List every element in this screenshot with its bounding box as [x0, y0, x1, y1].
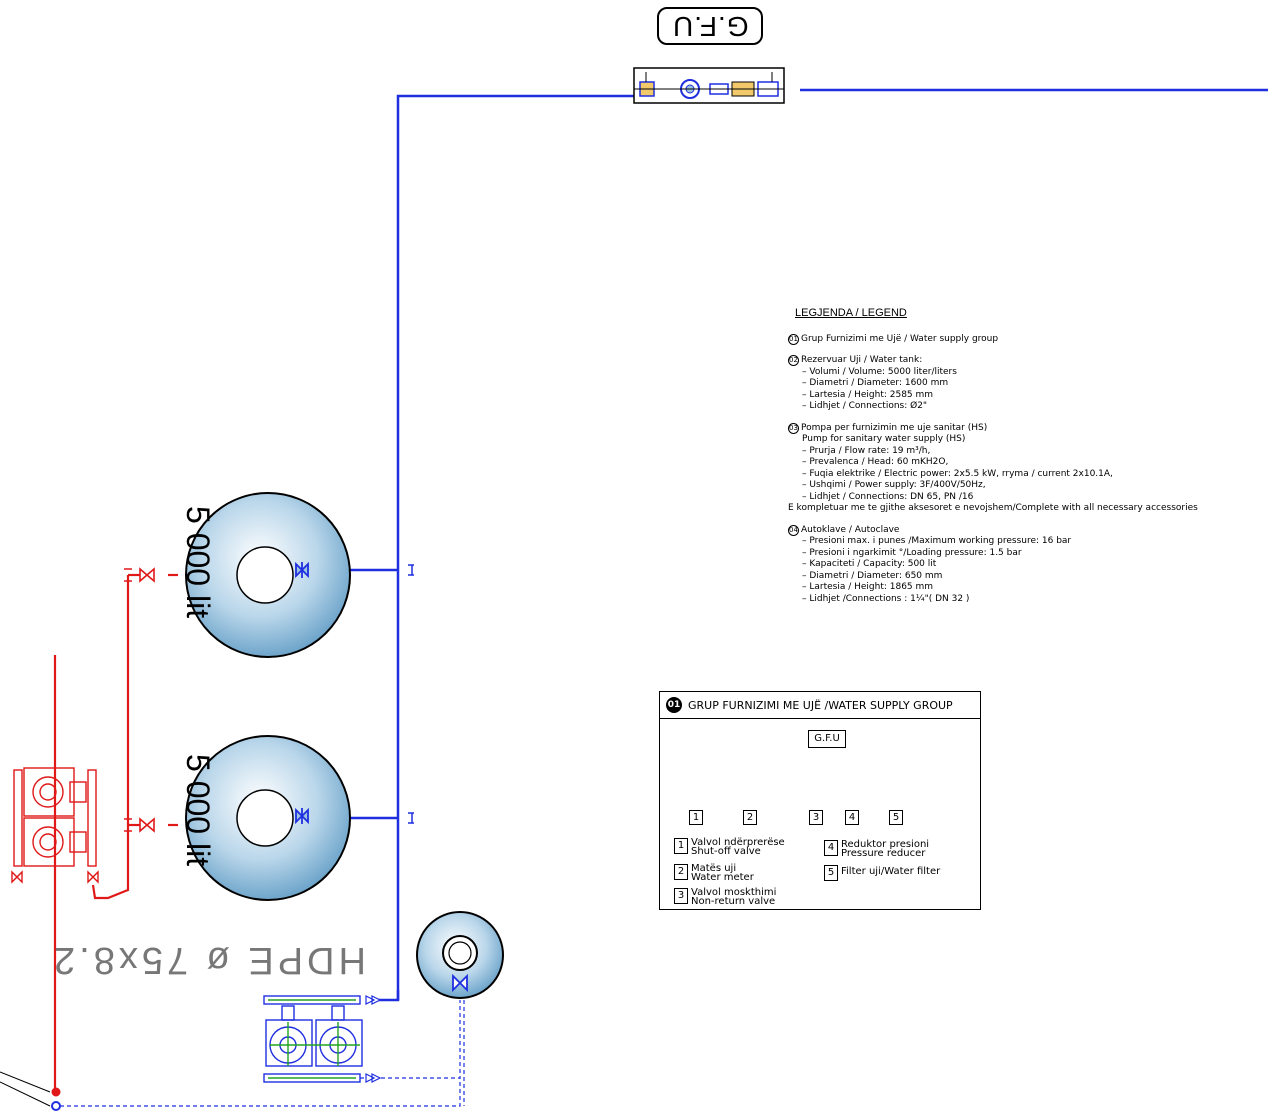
- component-number-4: 4: [845, 810, 859, 825]
- caption-line: Non-return valve: [691, 896, 776, 907]
- caption-number: 2: [674, 864, 688, 880]
- water-tank-1: [185, 492, 351, 658]
- return-pipe-dashed: [60, 1000, 465, 1107]
- legend-line: – Lidhjet / Connections: Ø2": [802, 401, 928, 411]
- gfu-top-label: G.F.U: [657, 7, 763, 45]
- legend-line: – Lidhjet /Connections : 1¼"( DN 32 ): [802, 593, 970, 604]
- gfu-water-supply-group: [633, 67, 785, 104]
- detail-header: 01 GRUP FURNIZIMI ME UJË /WATER SUPPLY G…: [660, 692, 980, 719]
- legend-item-head: Pompa per furnizimin me uje sanitar (HS): [801, 422, 988, 433]
- component-number-1: 1: [689, 810, 703, 825]
- pump-check-valves: [365, 995, 382, 1083]
- legend-title: LEGJENDA / LEGEND: [795, 307, 907, 319]
- legend-line: – Presioni max. i punes /Maximum working…: [802, 536, 1072, 546]
- legend-line: Pump for sanitary water supply (HS): [802, 434, 966, 444]
- component-number-5: 5: [889, 810, 903, 825]
- blue-node: [51, 1101, 61, 1111]
- legend-line: – Lartesia / Height: 2585 mm: [802, 389, 934, 400]
- tank-2-label: 5 000 lit: [180, 754, 216, 867]
- legend-line: – Presioni i ngarkimit °/Loading pressur…: [802, 547, 1022, 558]
- legend-line: – Ushqimi / Power supply: 3F/400V/50Hz,: [802, 480, 986, 490]
- caption-line: Shut-off valve: [691, 846, 761, 857]
- tank-valve-blue: [295, 561, 309, 825]
- leader-lines: [0, 1071, 51, 1107]
- caption-line: Matës uji: [691, 863, 737, 874]
- pump-set-blue: [263, 995, 363, 1083]
- detail-gfu-label: G.F.U: [808, 730, 846, 748]
- legend-line: – Prurja / Flow rate: 19 m³/h,: [802, 445, 931, 456]
- pump-set-green: [268, 999, 360, 1079]
- pump-set-red: [11, 767, 99, 884]
- supply-pipe: [318, 88, 1268, 1002]
- caption-line: Reduktor presioni: [841, 839, 930, 850]
- supply-tees: [408, 564, 414, 824]
- component-number-3: 3: [809, 810, 823, 825]
- inlet-valve-red: [124, 567, 155, 833]
- component-number-2: 2: [743, 810, 757, 825]
- legend-item-head: Grup Furnizimi me Ujë / Water supply gro…: [801, 333, 999, 344]
- legend-line: – Diametri / Diameter: 650 mm: [802, 570, 943, 581]
- water-tank-2: [185, 735, 351, 901]
- legend-item-head: Rezervuar Uji / Water tank:: [801, 355, 923, 365]
- legend-line: – Fuqia elektrike / Electric power: 2x5.…: [802, 468, 1113, 479]
- caption-line: Filter uji/Water filter: [841, 866, 941, 877]
- legend-number: 02: [788, 355, 799, 367]
- legend-line: – Diametri / Diameter: 1600 mm: [802, 378, 949, 388]
- autoclave: [416, 911, 504, 999]
- legend-item-head: Autoklave / Autoclave: [801, 524, 900, 535]
- legend-number: 01: [788, 333, 799, 345]
- legend-line: – Lartesia / Height: 1865 mm: [802, 582, 934, 592]
- caption-line: Pressure reducer: [841, 848, 926, 859]
- legend-number: 03: [788, 422, 799, 434]
- detail-number: 01: [666, 697, 682, 713]
- red-node: [51, 1087, 61, 1097]
- caption-line: Valvol ndërprerëse: [691, 837, 785, 848]
- caption-line: Water meter: [691, 872, 754, 883]
- caption-number: 5: [824, 865, 838, 881]
- legend-line: – Volumi / Volume: 5000 liter/liters: [802, 366, 957, 377]
- caption-number: 1: [674, 838, 688, 854]
- legend-line: – Prevalenca / Head: 60 mKH2O,: [802, 457, 949, 467]
- water-supply-group-detail: 01 GRUP FURNIZIMI ME UJË /WATER SUPPLY G…: [659, 691, 981, 910]
- pipe-label: HDPE ø 75x8.2: [50, 939, 366, 981]
- legend-line: – Lidhjet / Connections: DN 65, PN /16: [802, 491, 974, 502]
- legend-line: E kompletuar me te gjithe aksesoret e ne…: [788, 503, 1198, 513]
- detail-title: GRUP FURNIZIMI ME UJË /WATER SUPPLY GROU…: [688, 698, 953, 712]
- legend-number: 04: [788, 524, 799, 536]
- caption-number: 3: [674, 888, 688, 904]
- caption-line: Valvol moskthimi: [691, 887, 777, 898]
- legend-line: – Kapaciteti / Capacity: 500 lit: [802, 559, 937, 569]
- inlet-pipe-red: [53, 573, 178, 1090]
- tank-1-label: 5 000 lit: [180, 506, 216, 619]
- caption-number: 4: [824, 840, 838, 856]
